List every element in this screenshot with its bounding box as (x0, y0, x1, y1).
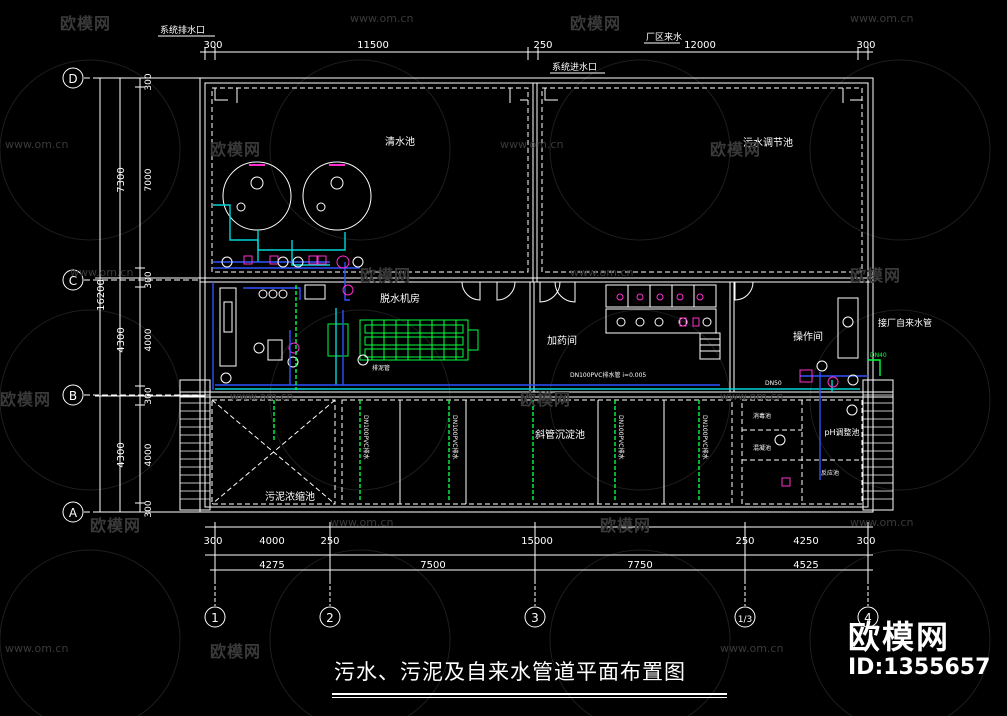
room-sludge: 污泥浓缩池 (265, 490, 315, 503)
dim-top-2: 250 (533, 40, 552, 51)
settling-green-pipes (273, 285, 700, 500)
col-axis-bubbles (204, 580, 879, 628)
left-dimension-lines (95, 77, 205, 513)
dewater-pipes (212, 282, 860, 390)
axis-label-c: C (69, 274, 77, 288)
dim-left-mid-1: 4300 (116, 327, 127, 352)
label-pipe-dn-3: DN100PVC排水 (617, 415, 625, 459)
axis-label-a: A (69, 506, 78, 520)
axis-label-d: D (68, 72, 77, 86)
dim-left-mid-2: 4300 (116, 442, 127, 467)
room-operation: 操作间 (793, 330, 823, 343)
dim-left-total: 16200 (96, 279, 107, 311)
dim-top-0: 300 (203, 40, 222, 51)
dim-bottom-inner-5: 4250 (793, 536, 818, 547)
axis-bubble-4 (857, 606, 879, 628)
dim-top-1: 11500 (357, 40, 389, 51)
operation-cabinet (837, 297, 859, 359)
doors (461, 281, 754, 303)
axis-label-1-3: 1/3 (738, 615, 752, 625)
label-plant-water: 厂区来水 (646, 31, 682, 43)
title-underline (332, 693, 727, 695)
dim-bottom-inner-6: 300 (856, 536, 875, 547)
dim-bottom-inner-0: 300 (203, 536, 222, 547)
dim-bottom-outer-1: 7500 (420, 560, 445, 571)
round-tanks (222, 161, 372, 231)
axis-bubble-c (62, 269, 84, 291)
axis-bubble-1-3 (734, 606, 756, 628)
dim-left-inner-6: 300 (144, 500, 154, 517)
tank-dashed-outlines (211, 87, 863, 273)
brand-logo-text: 欧模网 (848, 618, 951, 656)
right-stairs (863, 394, 893, 500)
room-dosing: 加药间 (547, 334, 577, 347)
dewater-aux (219, 284, 369, 384)
label-sys-outlet: 系统排水口 (160, 24, 205, 36)
label-to-plant: 接厂自来水管 (878, 317, 932, 329)
dim-left-inner-3: 4000 (144, 328, 154, 351)
drawing-title: 污水、污泥及自来水管道平面布置图 (334, 660, 686, 684)
dim-left-inner-1: 7000 (144, 168, 154, 191)
row-axis-bubbles (62, 67, 200, 523)
small-valve (781, 477, 791, 487)
label-pipe-dn-4: DN100PVC排水 (701, 415, 709, 459)
label-drain-note: 排泥管 (372, 364, 390, 372)
dewater-machine (327, 319, 479, 361)
dim-left-inner-5: 4000 (144, 443, 154, 466)
dim-left-inner-4: 300 (144, 387, 154, 404)
dim-bottom-inner-1: 4000 (259, 536, 284, 547)
title-underline-thin (332, 697, 727, 698)
dim-left-inner-0: 300 (144, 73, 154, 90)
room-clear-pool: 清水池 (385, 135, 415, 148)
axis-bubble-2 (319, 606, 341, 628)
axis-label-3: 3 (531, 611, 539, 625)
dim-bottom-outer-3: 4525 (793, 560, 818, 571)
room-dewater: 脱水机房 (380, 292, 420, 305)
room-sewage-pool: 污水调节池 (743, 136, 793, 149)
label-pipe-sludge: DN50 (765, 380, 782, 387)
dim-top-3: 12000 (684, 40, 716, 51)
axis-label-4: 4 (864, 611, 872, 625)
bottom-dimension-lines (205, 522, 873, 580)
room-pool-a: 消毒池 (753, 412, 771, 420)
axis-bubble-a (62, 501, 84, 523)
dim-bottom-outer-2: 7750 (627, 560, 652, 571)
room-ph-pool: pH调整池 (824, 427, 859, 437)
dosing-tanks (605, 284, 721, 360)
dim-bottom-inner-4: 250 (735, 536, 754, 547)
room-pool-b: 混凝池 (753, 444, 771, 452)
label-pipe-right: DN40 (870, 352, 887, 359)
label-pipe-main: DN100PVC排水管 i=0.005 (570, 371, 646, 379)
operation-fittings (774, 360, 859, 446)
dim-top-4: 300 (856, 40, 875, 51)
axis-bubble-b (62, 384, 84, 406)
tank-piping (213, 204, 360, 301)
axis-bubble-1 (204, 606, 226, 628)
label-sys-inlet: 系统进水口 (552, 61, 597, 73)
axis-label-2: 2 (326, 611, 334, 625)
corner-marks (214, 88, 862, 103)
building-walls (179, 77, 894, 513)
axis-bubble-3 (524, 606, 546, 628)
room-pool-c: 反应池 (821, 469, 839, 477)
brand-id: ID:1355657 (848, 655, 991, 680)
dosing-pumps (616, 293, 704, 327)
dim-left-mid-0: 7300 (116, 167, 127, 192)
left-stairs (180, 394, 210, 500)
axis-bubble-d (62, 67, 84, 89)
axis-label-1: 1 (211, 611, 219, 625)
dim-bottom-inner-2: 250 (320, 536, 339, 547)
room-settling: 斜管沉淀池 (535, 428, 585, 441)
dim-bottom-inner-3: 15000 (521, 536, 553, 547)
tank-valves (221, 255, 364, 269)
label-pipe-dn-2: DN100PVC排水 (451, 415, 459, 459)
label-pipe-dn-1: DN100PVC排水 (362, 415, 370, 459)
top-dimension-line (200, 47, 873, 60)
axis-label-b: B (69, 389, 77, 403)
bottom-zone-walls (211, 399, 863, 505)
dim-bottom-outer-0: 4275 (259, 560, 284, 571)
top-dimension-texts: 300 11500 250 12000 300 (203, 40, 875, 51)
